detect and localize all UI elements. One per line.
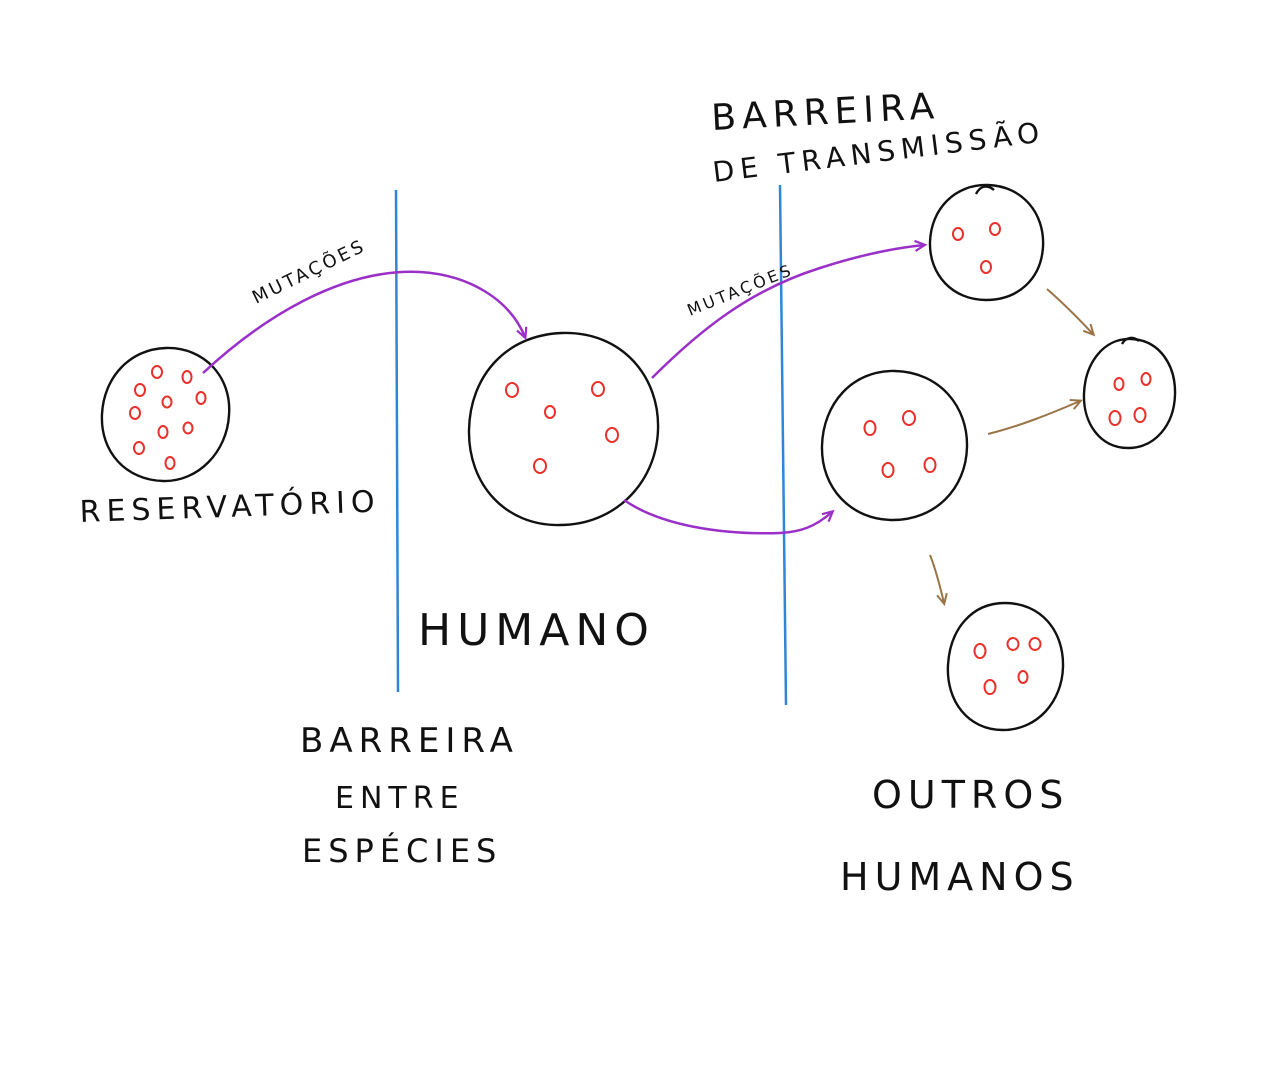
virus-particle [605,427,619,443]
virus-particle [133,441,145,455]
virus-particle [181,370,193,384]
transmission-barrier-label-line1: BARREIRA [710,86,941,139]
other-human-cell-bottom [946,601,1065,732]
mutation-arrow-human-to-middle [623,498,835,535]
virus-particle [923,457,937,473]
virus-particle [983,679,997,695]
virus-particle [1006,637,1020,651]
virus-particle [1113,377,1125,391]
species-barrier-line [394,189,400,693]
reservoir-label: RESERVATÓRIO [79,483,381,530]
virus-particle [151,365,163,379]
virus-particle [195,391,207,405]
transmission-arrow-top-to-right [1046,288,1096,337]
virus-particle [182,421,194,435]
virus-particle [1133,407,1147,423]
transmission-barrier-line [778,184,788,706]
mutation-arrow-reservoir-to-human [202,270,528,374]
virus-particle [980,260,992,274]
virus-particle [505,382,519,398]
virus-particle [129,406,141,420]
virus-particle [134,383,146,397]
other-human-cell-right [1082,336,1177,450]
virus-particle [591,381,605,397]
virus-particle [902,410,916,426]
virus-particle [533,458,547,474]
mutations-label-2: MUTAÇÕES [684,260,796,320]
human-label: HUMANO [418,605,655,656]
virus-particle [952,227,964,241]
reservoir-cell [100,346,231,483]
other-humans-label-line1: OUTROS [872,773,1069,817]
virus-particle [544,405,556,419]
species-barrier-label-line1: BARREIRA [300,721,519,761]
other-human-cell-top [928,183,1045,302]
virus-particle [161,395,173,409]
virus-particle [1017,670,1029,684]
virus-particle [973,643,987,659]
virus-particle [1140,372,1152,386]
species-barrier-label-line3: ESPÉCIES [302,832,502,870]
virus-particle [1028,637,1042,651]
transmission-arrow-middle-to-right [987,398,1083,435]
transmission-arrow-middle-to-bottom [929,554,948,607]
virus-particle [863,420,877,436]
virus-particle [1108,410,1122,426]
virus-particle [164,456,176,470]
virus-particle [881,462,895,478]
mutation-arrow-human-to-top [651,239,928,379]
other-human-cell-middle [820,369,969,522]
other-humans-label-line2: HUMANOS [840,855,1080,899]
virus-particle [157,425,169,439]
virus-particle [989,222,1001,236]
human-cell [467,331,660,527]
species-barrier-label-line2: ENTRE [335,781,465,816]
